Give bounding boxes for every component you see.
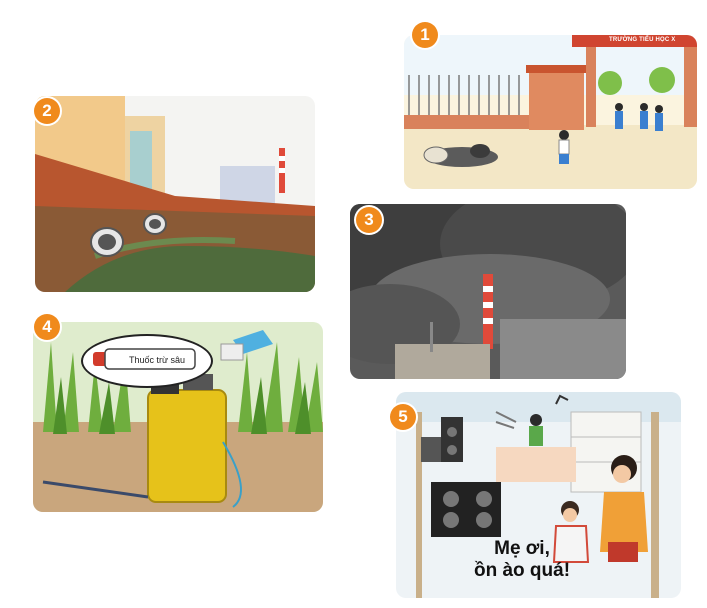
panel-3-number: 3 — [356, 207, 382, 233]
panel-4-number: 4 — [34, 314, 60, 340]
pesticide-bottle-icon — [93, 348, 196, 370]
bottle-label: Thuốc trừ sâu — [129, 355, 186, 365]
panel-2-water-pollution — [35, 96, 315, 292]
panel-4-pesticide: Thuốc trừ sâu — [33, 322, 323, 512]
panel-5-noise — [396, 392, 681, 598]
school-sign: TRƯỜNG TIỂU HỌC X — [609, 37, 676, 43]
smoke-scene — [350, 204, 626, 379]
speech-text: Mẹ ơi, ồn ào quá! — [462, 538, 582, 582]
panel-2-number: 2 — [34, 98, 60, 124]
panel-1-number: 1 — [412, 22, 438, 48]
school-scene — [404, 35, 697, 189]
speech-line-1: Mẹ ơi, — [494, 538, 550, 559]
shop-scene — [396, 392, 681, 598]
panel-1-school-litter: TRƯỜNG TIỂU HỌC X — [404, 35, 697, 189]
panel-5-number: 5 — [390, 404, 416, 430]
speech-line-2: ồn ào quá! — [473, 560, 571, 581]
panel-3-air-pollution — [350, 204, 626, 379]
field-scene — [33, 322, 323, 512]
pipes-scene — [35, 96, 315, 292]
